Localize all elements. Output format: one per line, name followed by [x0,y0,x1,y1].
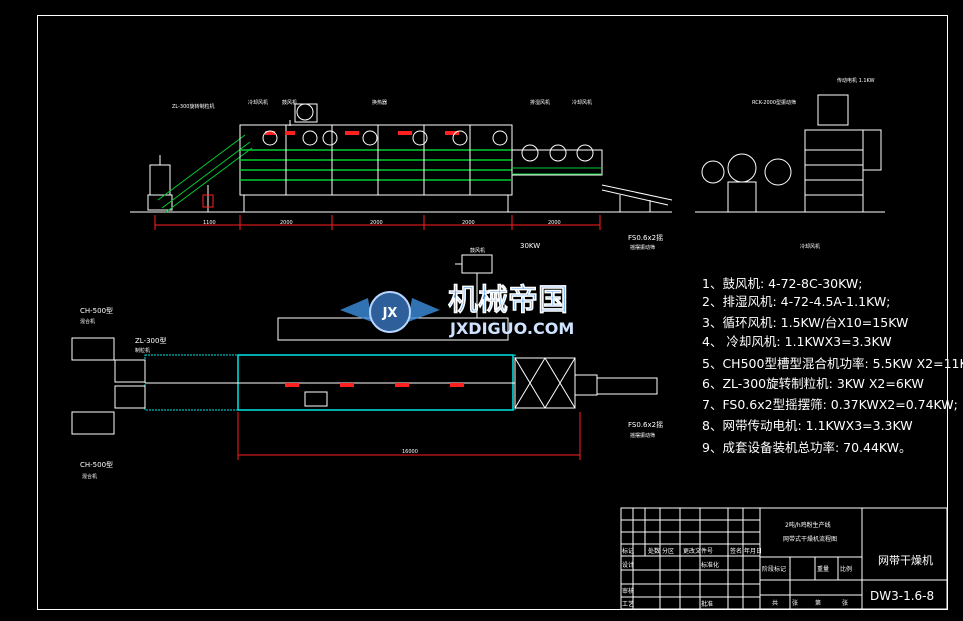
spec-8: 8、网带传动电机: 1.1KWX3=3.3KW [702,418,913,433]
dim-3: 2000 [462,220,475,226]
title-drawing-no: DW3-1.6-8 [870,589,934,603]
plan-view [71,254,658,460]
spec-7: 7、FS0.6x2型摇摆筛: 0.37KWX2=0.74KW; [702,397,958,412]
spec-3: 3、循环风机: 1.5KW/台X10=15KW [702,315,908,330]
label-ch500-top: CH-500型 [80,306,113,315]
spec-6: 6、ZL-300旋转制粒机: 3KW X2=6KW [702,376,924,391]
tb-header-4: 签名 [730,547,742,555]
label-zl300: ZL-300型 [135,336,166,345]
label-exhaust1: 排湿风机 [530,99,550,106]
tb-sheet-2: 第 [815,599,821,607]
spec-4: 4、 冷却风机: 1.1KWX3=3.3KW [702,334,892,349]
label-fs-elev: FS0.6x2摇 [628,233,663,242]
title-project-line1: 2吨/h鸡粉生产线 [785,521,831,529]
label-ch500-bot-sub: 混合机 [82,473,97,480]
spec-2: 2、排湿风机: 4-72-4.5A-1.1KW; [702,294,890,309]
title-drawing-name: 网带干燥机 [878,553,933,567]
circulation-fans [262,130,508,146]
tb-row-check: 审核 [622,587,634,595]
tb-sheet-3: 张 [842,599,848,607]
label-exhaust2: 冷却风机 [572,99,592,106]
dim-0: 1100 [203,220,216,226]
label-motor: 鼓风机 [470,247,485,254]
tb-header-2: 分区 [662,547,674,555]
cooling-section [511,144,603,176]
title-project-line2: 网带式干燥机流程图 [783,535,837,543]
dim-4: 2000 [548,220,561,226]
tb-header-5: 年月日 [744,547,762,555]
label-dryer-right: RCK-2000型振动筛 [752,99,796,106]
spec-1: 1、鼓风机: 4-72-8C-30KW; [702,276,862,291]
dim-2: 2000 [370,220,383,226]
label-motor-right: 传动电机 1.1KW [837,77,875,84]
label-fan-left: 冷却风机 [248,99,268,106]
tb-stage-0: 阶段标记 [762,565,786,573]
tb-row-design-std: 标准化 [701,561,719,569]
elevation-view [130,94,885,230]
watermark-title: 机械帝国 [448,283,568,318]
tb-header-3: 更改文件号 [683,547,713,555]
granulator-left [147,155,173,211]
tb-stage-1: 重量 [817,565,829,573]
tb-row-design: 设计 [622,561,634,569]
label-zl300-sub: 制粒机 [135,347,150,354]
label-fs-plan: FS0.6x2摇 [628,420,663,429]
tb-header-0: 标记 [622,547,634,555]
dim-1: 2000 [280,220,293,226]
inclined-conveyor [157,134,253,213]
spec-5: 5、CH500型槽型混合机功率: 5.5KW X2=11KW [702,356,963,371]
tb-row-process: 工艺 [622,600,634,608]
spec-9: 9、成套设备装机总功率: 70.44KW。 [702,440,912,455]
label-heater: 换热器 [372,99,387,106]
watermark-badge: JX [382,306,398,321]
watermark-logo [340,291,440,333]
elevation-dimension [154,215,601,230]
label-fs-plan-sub: 摇摆振动筛 [630,432,655,439]
label-motor-power: 30KW [520,242,540,250]
label-fan-mid: 鼓风机 [282,99,297,106]
label-feeder: ZL-300旋转制粒机 [172,103,214,110]
tb-header-1: 处数 [648,547,660,555]
blower-top [289,103,318,126]
watermark-url: JXDIGUO.COM [449,319,574,338]
label-ch500-bot: CH-500型 [80,460,113,469]
right-equipment [701,94,882,213]
tb-sheet-0: 共 [772,599,778,607]
tb-row-approve: 批准 [701,600,713,608]
tb-sheet-1: 张 [792,599,798,607]
drawing-border [37,15,948,610]
label-cooling: 冷却风机 [800,243,820,250]
belt-dryer-body [239,124,513,212]
discharge-conveyor [601,184,673,212]
label-fs-elev-sub: 摇摆振动筛 [630,244,655,251]
label-ch500-top-sub: 混合机 [80,318,95,325]
title-block [620,507,948,610]
label-total-dim: 16000 [402,449,418,455]
tb-stage-2: 比例 [840,565,852,573]
